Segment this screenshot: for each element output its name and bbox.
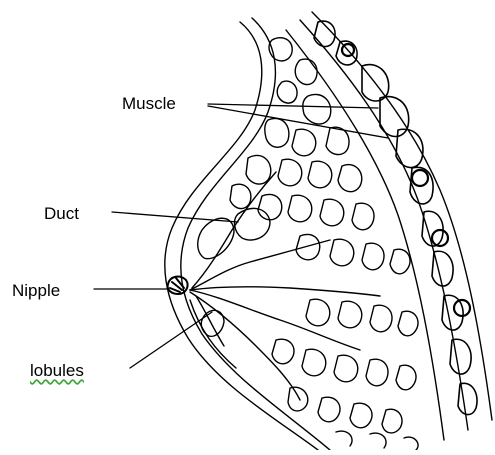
nipple-shape	[168, 277, 188, 294]
muscle-band-outer	[312, 12, 492, 420]
muscle-pointer-upper	[208, 104, 378, 108]
muscle-pointer-lower	[208, 106, 388, 138]
ducts	[190, 172, 380, 400]
nipple-label: Nipple	[12, 282, 60, 299]
duct-label: Duct	[44, 205, 79, 222]
lobules-label: lobules	[30, 362, 84, 379]
muscle-label: Muscle	[122, 95, 176, 112]
duct-lobe-2	[235, 208, 270, 240]
duct-lobe	[198, 218, 234, 258]
lobules-pointer	[130, 312, 212, 368]
pointer-lines	[94, 104, 388, 368]
